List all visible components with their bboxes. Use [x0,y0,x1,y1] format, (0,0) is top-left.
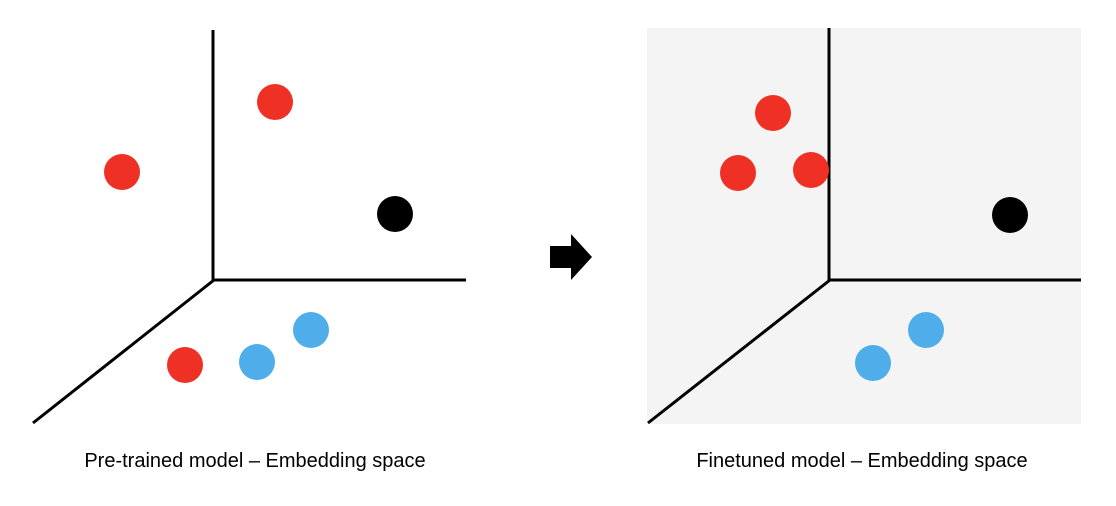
embedding-point-red [755,95,791,131]
embedding-point-blue [239,344,275,380]
embedding-point-red [793,152,829,188]
caption-pretrained: Pre-trained model – Embedding space [84,450,426,472]
embedding-point-red [257,84,293,120]
embedding-point-blue [855,345,891,381]
caption-finetuned: Finetuned model – Embedding space [696,450,1028,472]
axis-depth [647,278,831,425]
embedding-point-blue [293,312,329,348]
embedding-point-red [104,154,140,190]
embedding-point-red [167,347,203,383]
embedding-point-blue [908,312,944,348]
panel-finetuned [647,28,1081,425]
axis-depth [32,278,215,425]
embedding-point-black [377,196,413,232]
right-arrow-icon [550,234,592,280]
embedding-point-black [992,197,1028,233]
panel-pretrained [32,30,466,425]
embedding-point-red [720,155,756,191]
